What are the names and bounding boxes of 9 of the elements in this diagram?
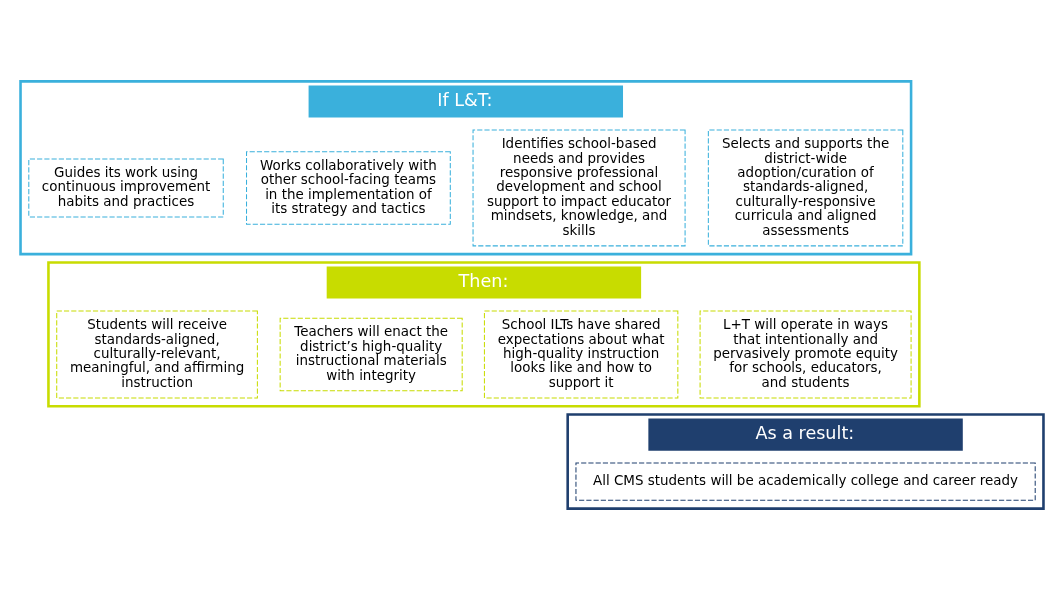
node-box: Selects and supports the district-wide adoption/curation of standards-aligned, culturally-responsive curricula and aligned assessments [707,129,904,246]
node-box: Teachers will enact the district’s high-quality instructional materials with integrity [279,317,463,391]
node-box: Works collaboratively with other school-facing teams in the implementation of its strategy and tactics [246,150,451,225]
node-box: Students will receive standards-aligned, culturally-relevant, meaningful, and affirming instruction [56,310,258,398]
node-box: L+T will operate in ways that intentionally and pervasively promote equity for schools, educators, and students [699,310,912,398]
node-box: All CMS students will be academically college and career ready [575,462,1036,501]
node-box: School ILTs have shared expectations about what high-quality instruction looks like and how to support it [483,310,679,398]
node-box: Identifies school-based needs and provides responsive professional development and school support to impact educator mindsets, knowledge, and skills [472,129,686,246]
node-box: Guides its work using continuous improvement habits and practices [28,157,224,217]
